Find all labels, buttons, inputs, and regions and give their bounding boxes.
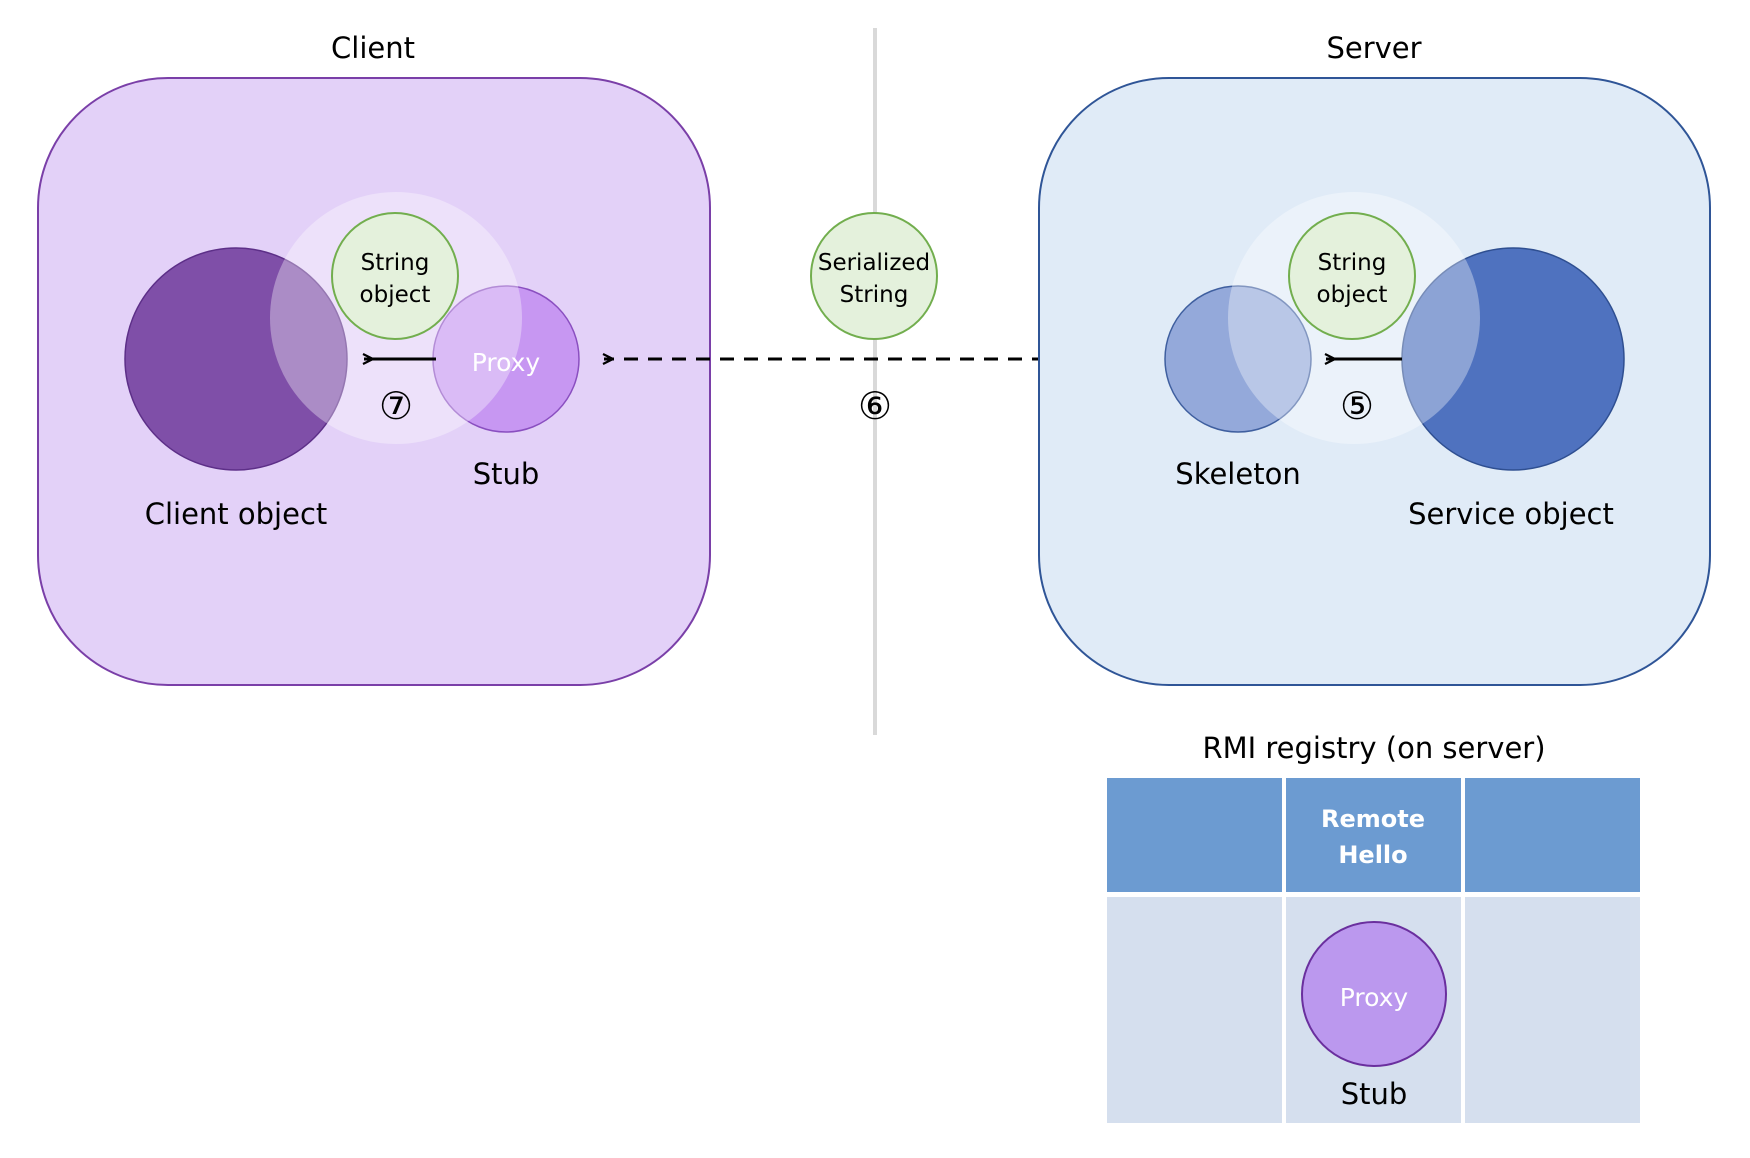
client-box <box>37 77 711 686</box>
registry-stub-label: Stub <box>1341 1077 1408 1111</box>
registry-proxy-circle <box>1301 921 1447 1067</box>
registry-key-line1: Remote <box>1321 805 1425 833</box>
skeleton-circle <box>1164 285 1312 433</box>
service-object-label: Service object <box>1408 497 1614 531</box>
client-string-label-line2: object <box>360 282 431 308</box>
registry-header-cell-2 <box>1286 778 1461 892</box>
registry-body-cell-1 <box>1107 897 1282 1123</box>
server-string-object <box>1288 212 1416 340</box>
step-6-marker: ⑥ <box>858 384 892 428</box>
server-string-label-line2: object <box>1317 282 1388 308</box>
step-5-marker: ⑤ <box>1340 384 1374 428</box>
server-string-label-line1: String <box>1318 250 1387 276</box>
client-object <box>124 247 348 471</box>
serialized-string <box>810 212 938 340</box>
registry-key-line2: Hello <box>1338 841 1407 869</box>
registry-body-cell-3 <box>1465 897 1640 1123</box>
server-box <box>1038 77 1711 686</box>
client-object-label: Client object <box>145 497 328 531</box>
registry-title: RMI registry (on server) <box>1202 731 1545 765</box>
client-string-label-line1: String <box>361 250 430 276</box>
server-title: Server <box>1326 31 1421 65</box>
client-string-object <box>331 212 459 340</box>
registry-header-cell-1 <box>1107 778 1282 892</box>
serialized-label-line1: Serialized <box>818 250 930 276</box>
registry-header-cell-3 <box>1465 778 1640 892</box>
proxy-label: Proxy <box>472 348 541 377</box>
skeleton-label: Skeleton <box>1175 457 1300 491</box>
stub-label: Stub <box>473 457 540 491</box>
step-7-marker: ⑦ <box>379 384 413 428</box>
serialized-label-line2: String <box>840 282 909 308</box>
registry-proxy-label: Proxy <box>1340 983 1409 1012</box>
client-title: Client <box>331 31 415 65</box>
